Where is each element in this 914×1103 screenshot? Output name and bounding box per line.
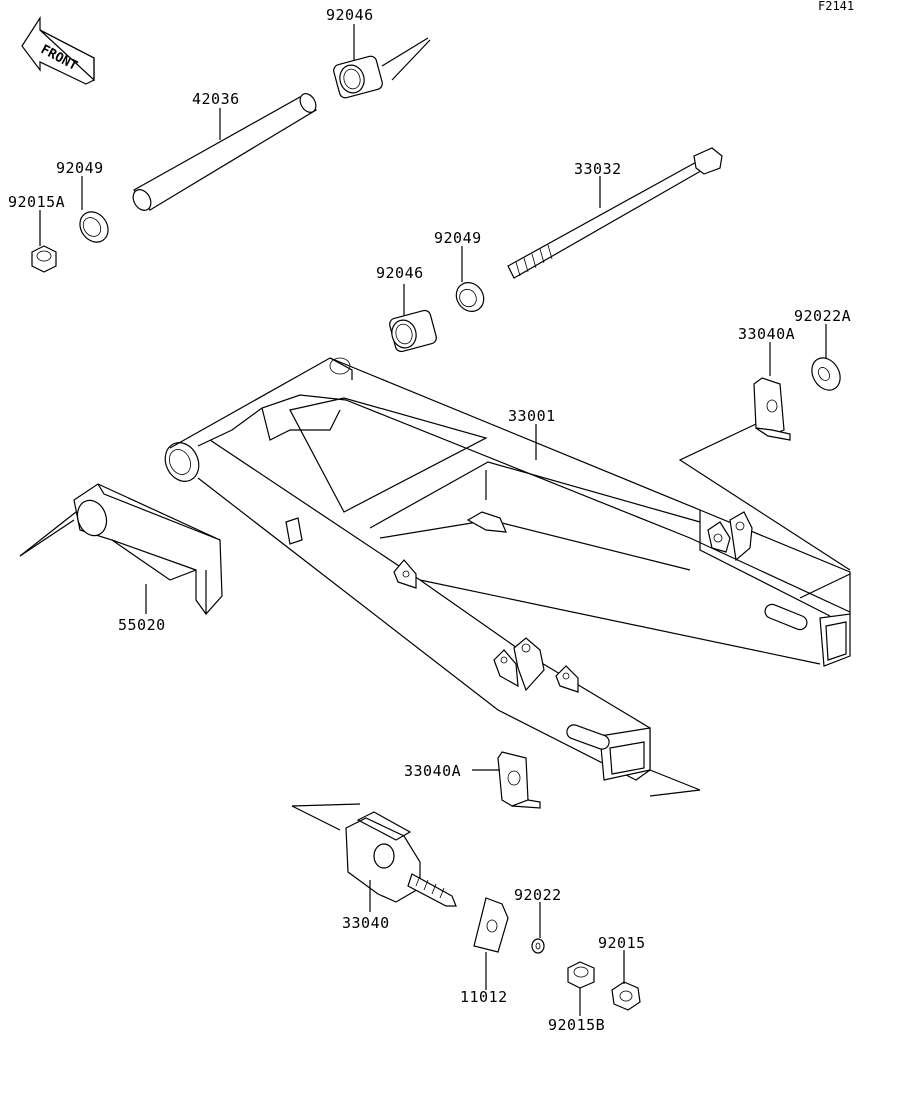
label-92022A: 92022A xyxy=(794,307,851,325)
part-33032-pivot-shaft xyxy=(507,147,723,279)
part-33040A-bracket-bottom xyxy=(497,751,541,809)
part-92046-bearing-top xyxy=(333,55,383,99)
guide-55020-b xyxy=(19,519,75,557)
part-33040A-bracket-right xyxy=(753,377,791,441)
label-92049-left: 92049 xyxy=(56,159,104,177)
label-92046-top: 92046 xyxy=(326,6,374,24)
label-33001: 33001 xyxy=(508,407,556,425)
part-92015-nut xyxy=(611,981,641,1011)
part-92022A-washer xyxy=(811,357,841,391)
part-42036-sleeve xyxy=(132,93,318,211)
label-92015B: 92015B xyxy=(548,1016,605,1034)
guide-33040-b xyxy=(291,805,341,831)
part-33040-adjuster xyxy=(345,811,457,907)
figure-code: F2141 xyxy=(818,0,854,13)
part-92046-bearing-mid xyxy=(389,309,437,353)
label-92015A: 92015A xyxy=(8,193,65,211)
label-55020: 55020 xyxy=(118,616,166,634)
part-55020-chain-guard xyxy=(73,483,223,615)
label-92022: 92022 xyxy=(514,886,562,904)
guide-33040-a xyxy=(291,803,361,807)
part-92022-washer xyxy=(531,938,545,954)
guide-left-arm-b xyxy=(649,789,701,797)
guide-left-arm-a xyxy=(649,769,701,791)
label-42036: 42036 xyxy=(192,90,240,108)
label-33040A-right: 33040A xyxy=(738,325,795,343)
label-33040A-bottom: 33040A xyxy=(404,762,461,780)
part-33001-swingarm xyxy=(164,357,851,781)
label-11012: 11012 xyxy=(460,988,508,1006)
label-92049-mid: 92049 xyxy=(434,229,482,247)
part-92049-seal-left xyxy=(79,211,109,243)
guide-33040A-right xyxy=(678,423,851,571)
guide-33040A-right-b xyxy=(799,573,851,599)
part-92015B-nut xyxy=(567,961,595,989)
label-92015: 92015 xyxy=(598,934,646,952)
part-92049-seal-mid xyxy=(455,282,485,312)
guide-55020-a xyxy=(19,511,77,557)
front-arrow-icon: FRONT xyxy=(21,15,95,85)
label-92046-mid: 92046 xyxy=(376,264,424,282)
guide-92046-top-b xyxy=(391,39,431,81)
part-11012-plate xyxy=(473,897,509,953)
label-33040: 33040 xyxy=(342,914,390,932)
label-33032: 33032 xyxy=(574,160,622,178)
part-92015A-nut xyxy=(31,245,57,273)
guide-92046-top-a xyxy=(381,37,429,67)
